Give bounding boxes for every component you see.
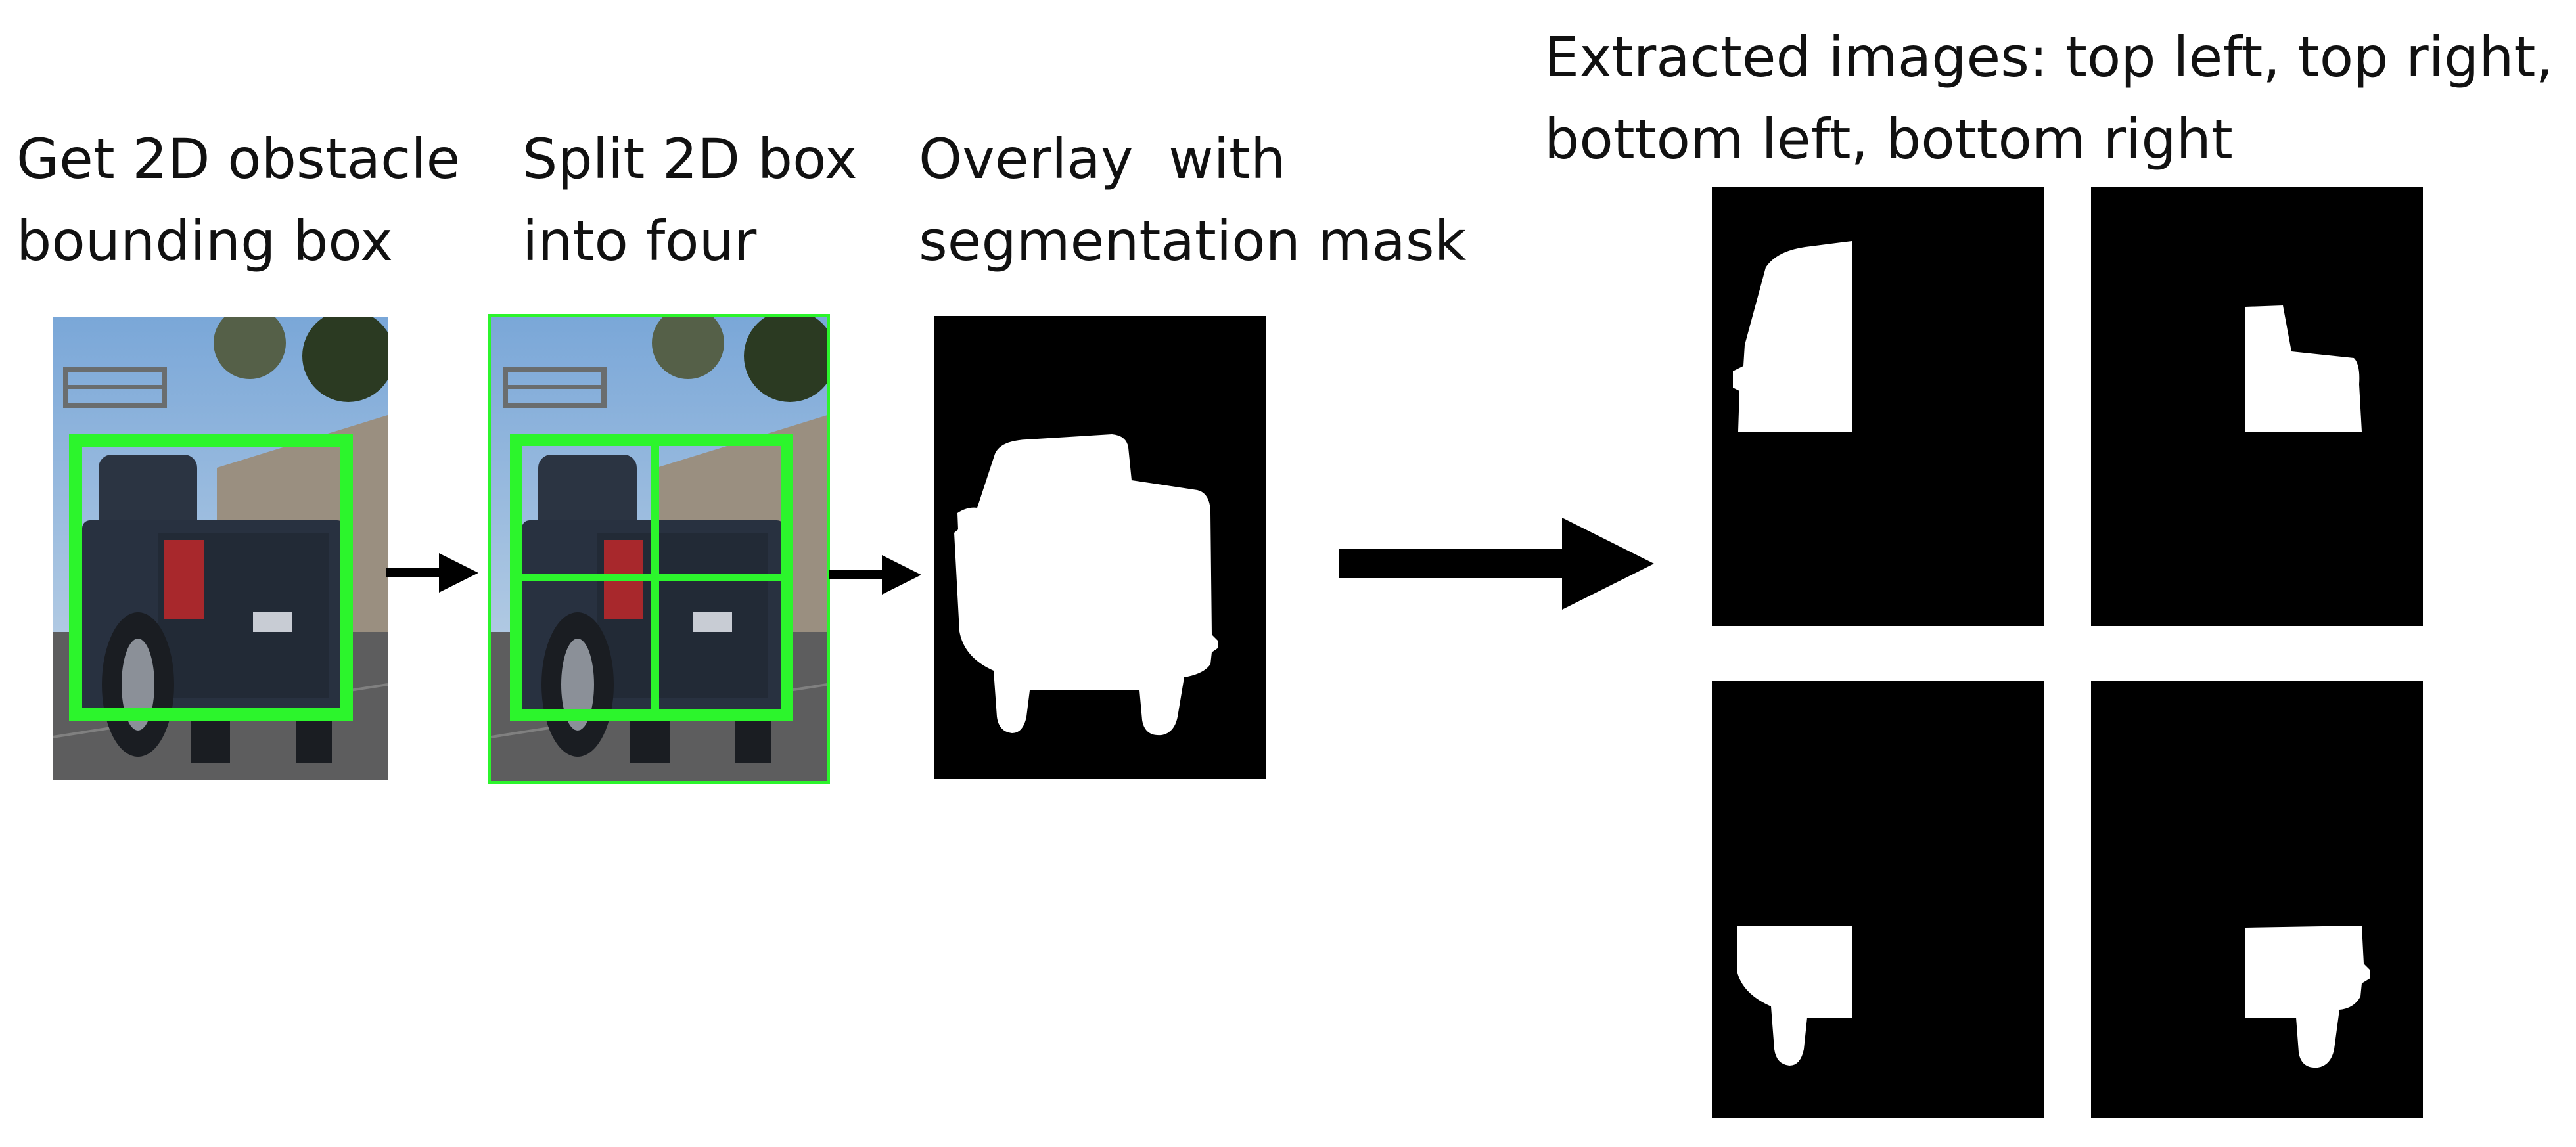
top-left-mask-graphic xyxy=(1733,241,1852,432)
bounding-box xyxy=(69,434,353,721)
original-truck-image xyxy=(53,317,388,780)
right-arrow-icon xyxy=(829,555,921,595)
top-right-mask-graphic xyxy=(2245,305,2362,432)
segmentation-mask-image xyxy=(934,316,1266,779)
step4-label: Extracted images: top left, top right, b… xyxy=(1544,25,2554,171)
split-truck-image xyxy=(488,314,830,784)
bottom-right-mask-graphic xyxy=(2245,926,2370,1068)
extracted-bottom-right xyxy=(2091,681,2423,1118)
truck-photo-graphic xyxy=(53,317,388,780)
step1-label: Get 2D obstacle bounding box xyxy=(16,127,461,273)
step3-label: Overlay with segmentation mask xyxy=(919,127,1467,273)
truck-mask-graphic xyxy=(954,434,1218,736)
split-photo-graphic xyxy=(491,317,827,781)
bottom-left-mask-graphic xyxy=(1737,926,1852,1066)
right-arrow-icon xyxy=(1339,518,1654,610)
extracted-top-left xyxy=(1712,187,2044,626)
extracted-bottom-left xyxy=(1712,681,2044,1118)
extracted-top-right xyxy=(2091,187,2423,626)
right-arrow-icon xyxy=(386,553,478,593)
step2-label: Split 2D box into four xyxy=(522,127,858,273)
